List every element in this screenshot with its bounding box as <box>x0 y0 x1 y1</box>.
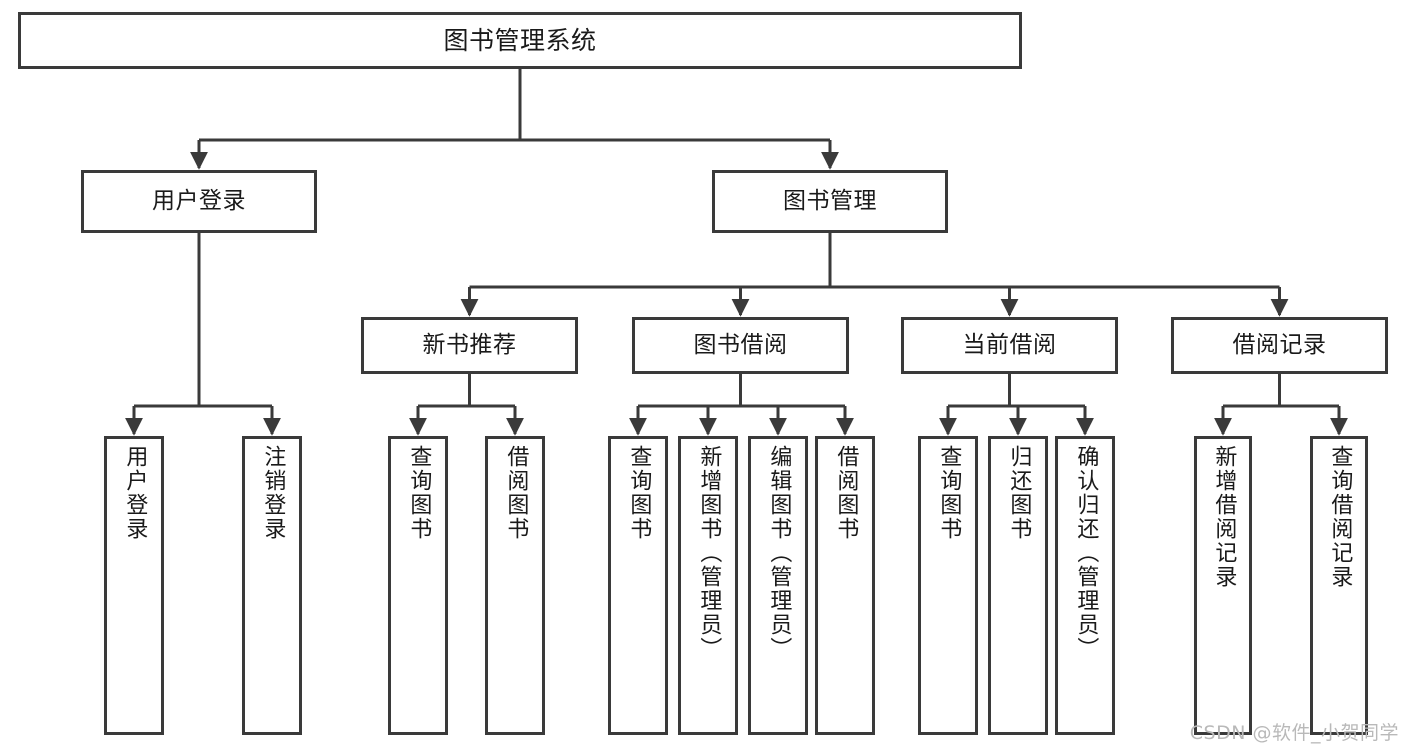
node-label: 借阅图书 <box>833 445 859 541</box>
node-current-borrow[interactable]: 当前借阅 <box>901 317 1118 374</box>
node-label: 用户登录 <box>152 187 246 214</box>
node-label: 当前借阅 <box>962 331 1057 358</box>
node-label: 查询图书 <box>936 445 962 541</box>
node-label: 新增借阅记录 <box>1211 445 1237 589</box>
node-root[interactable]: 图书管理系统 <box>18 12 1022 69</box>
node-label: 注销登录 <box>260 445 286 541</box>
node-label: 新书推荐 <box>422 331 517 358</box>
node-label: 新增图书（管理员） <box>696 445 722 661</box>
node-label: 归还图书 <box>1006 445 1032 541</box>
node-leaf-add-book[interactable]: 新增图书（管理员） <box>678 436 738 735</box>
node-label: 图书管理系统 <box>443 25 597 55</box>
node-user-login[interactable]: 用户登录 <box>81 170 317 233</box>
watermark-text: CSDN @软件_小贺同学 <box>1189 722 1399 744</box>
node-leaf-confirm-return[interactable]: 确认归还（管理员） <box>1055 436 1115 735</box>
node-label: 借阅图书 <box>503 445 529 541</box>
node-leaf-query-book-1[interactable]: 查询图书 <box>388 436 448 735</box>
node-label: 查询图书 <box>626 445 652 541</box>
node-book-borrow[interactable]: 图书借阅 <box>632 317 849 374</box>
node-leaf-borrow-book-1[interactable]: 借阅图书 <box>485 436 545 735</box>
node-book-manage[interactable]: 图书管理 <box>712 170 948 233</box>
node-label: 查询借阅记录 <box>1327 445 1353 589</box>
node-label: 图书管理 <box>783 187 877 214</box>
node-label: 用户登录 <box>122 445 148 541</box>
node-borrow-record[interactable]: 借阅记录 <box>1171 317 1388 374</box>
node-leaf-query-book-2[interactable]: 查询图书 <box>608 436 668 735</box>
node-label: 查询图书 <box>406 445 432 541</box>
node-label: 确认归还（管理员） <box>1073 445 1099 661</box>
node-leaf-query-book-3[interactable]: 查询图书 <box>918 436 978 735</box>
node-leaf-user-login[interactable]: 用户登录 <box>104 436 164 735</box>
node-label: 借阅记录 <box>1232 331 1327 358</box>
node-leaf-return-book[interactable]: 归还图书 <box>988 436 1048 735</box>
node-label: 编辑图书（管理员） <box>766 445 792 661</box>
node-leaf-query-record[interactable]: 查询借阅记录 <box>1310 436 1368 735</box>
node-leaf-edit-book[interactable]: 编辑图书（管理员） <box>748 436 808 735</box>
node-leaf-user-logout[interactable]: 注销登录 <box>242 436 302 735</box>
node-leaf-borrow-book-2[interactable]: 借阅图书 <box>815 436 875 735</box>
node-new-book-rec[interactable]: 新书推荐 <box>361 317 578 374</box>
node-leaf-add-record[interactable]: 新增借阅记录 <box>1194 436 1252 735</box>
node-label: 图书借阅 <box>693 331 788 358</box>
